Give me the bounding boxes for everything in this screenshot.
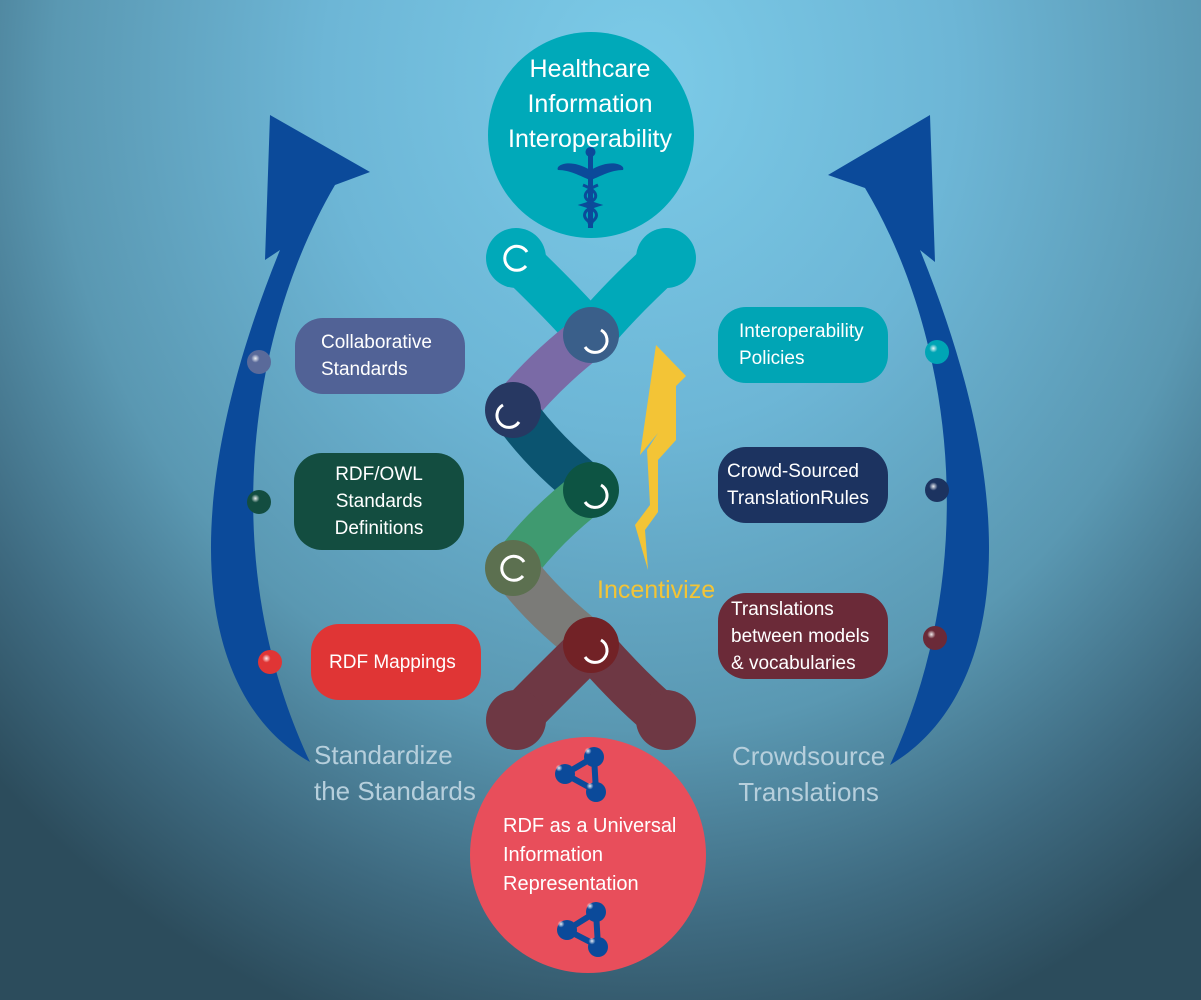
chain-node — [485, 382, 541, 438]
chain-node — [486, 228, 546, 288]
incentivize-label: Incentivize — [597, 576, 716, 604]
bullet-dots — [247, 340, 949, 674]
top-circle — [488, 32, 694, 238]
molecule-icon — [552, 744, 606, 802]
chain-node — [636, 690, 696, 750]
molecule-icon — [554, 899, 608, 957]
chain-node — [563, 462, 619, 518]
right-curved-arrow — [828, 115, 990, 765]
caduceus-icon — [557, 147, 624, 228]
bottom-circle — [470, 737, 706, 973]
lightning-bolt-icon — [635, 345, 686, 570]
chain-node — [485, 540, 541, 596]
chain-node — [486, 690, 546, 750]
left-curved-arrow — [210, 115, 370, 762]
chain-node — [563, 307, 619, 363]
chain-node — [563, 617, 619, 673]
chain-node — [636, 228, 696, 288]
refresh-icons — [495, 244, 609, 664]
rdf-mappings-box: RDF Mappings — [311, 624, 481, 700]
